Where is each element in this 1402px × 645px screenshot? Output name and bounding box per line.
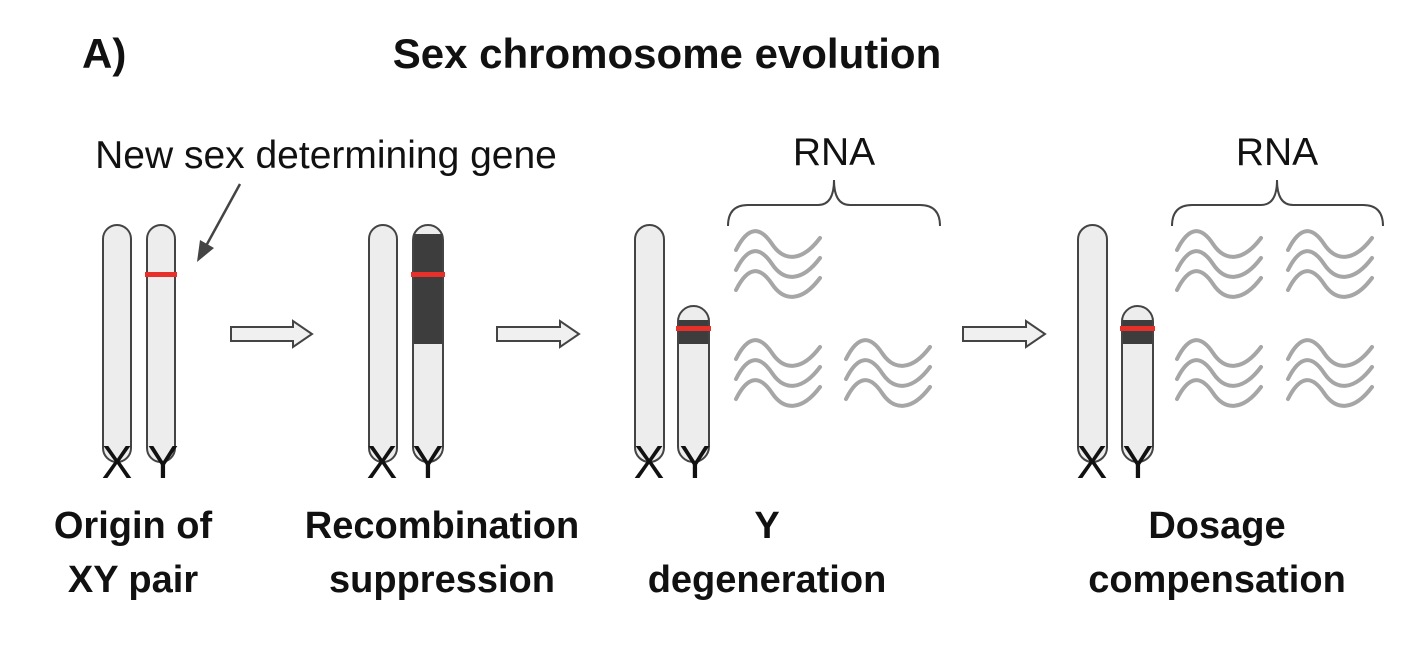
y-label: Y xyxy=(680,436,711,488)
rna-cluster xyxy=(1175,338,1263,408)
rna-label: RNA xyxy=(1236,131,1318,174)
sex-determining-gene-marker xyxy=(1120,326,1155,331)
rna-wave xyxy=(734,378,822,408)
stage-dosage-compensation: X Y RNA Dosage compensation xyxy=(1077,131,1384,601)
rna-wave xyxy=(1286,229,1374,259)
rna-wave xyxy=(734,338,822,368)
rna-wave xyxy=(1175,249,1263,279)
rna-wave xyxy=(1175,229,1263,259)
y-chromosome xyxy=(1121,305,1154,463)
rna-cluster xyxy=(734,338,822,408)
y-chromosome xyxy=(146,224,176,463)
rna-wave xyxy=(1286,338,1374,368)
rna-wave xyxy=(734,229,822,259)
transition-arrow xyxy=(230,319,314,349)
rna-wave xyxy=(844,358,932,388)
rna-wave xyxy=(1175,338,1263,368)
rna-wave xyxy=(734,249,822,279)
sex-determining-gene-marker xyxy=(676,326,711,331)
rna-wave xyxy=(1286,378,1374,408)
non-recombining-region xyxy=(1123,320,1152,344)
rna-wave xyxy=(734,358,822,388)
rna-wave xyxy=(1286,269,1374,299)
transition-arrow xyxy=(496,319,581,349)
rna-wave xyxy=(1286,358,1374,388)
stage-caption-line2: XY pair xyxy=(68,559,198,601)
non-recombining-region xyxy=(414,234,442,344)
rna-cluster xyxy=(1286,229,1374,299)
stage-caption-line2: suppression xyxy=(329,559,555,601)
stage-y-degeneration: X Y RNA Y degeneration xyxy=(634,131,941,601)
y-label: Y xyxy=(413,436,444,488)
rna-wave xyxy=(1175,378,1263,408)
stage-caption-line2: compensation xyxy=(1088,559,1346,601)
callout-label: New sex determining gene xyxy=(95,134,557,177)
y-label: Y xyxy=(1123,436,1154,488)
rna-brace xyxy=(1171,179,1384,227)
rna-brace xyxy=(727,179,941,227)
transition-arrow xyxy=(962,319,1047,349)
x-chromosome xyxy=(102,224,132,463)
rna-transcripts xyxy=(734,229,932,408)
x-label: X xyxy=(367,436,398,488)
x-label: X xyxy=(102,436,133,488)
rna-wave xyxy=(844,378,932,408)
x-label: X xyxy=(634,436,665,488)
x-chromosome xyxy=(368,224,398,463)
stage-caption-line1: Y xyxy=(754,505,779,547)
rna-wave xyxy=(1175,269,1263,299)
non-recombining-region xyxy=(679,320,708,344)
x-chromosome xyxy=(634,224,665,463)
x-label: X xyxy=(1077,436,1108,488)
stage-caption-line2: degeneration xyxy=(648,559,887,601)
stage-recombination-suppression: X Y Recombination suppression xyxy=(305,224,579,601)
stage-caption-line1: Dosage xyxy=(1148,505,1285,547)
rna-wave xyxy=(844,338,932,368)
stage-caption-line1: Origin of xyxy=(54,505,213,547)
diagram-title: Sex chromosome evolution xyxy=(393,30,941,77)
rna-wave xyxy=(734,269,822,299)
rna-cluster xyxy=(734,229,822,299)
rna-cluster xyxy=(1175,229,1263,299)
rna-transcripts xyxy=(1175,229,1374,408)
rna-label: RNA xyxy=(793,131,875,174)
stage-origin: X Y Origin of XY pair xyxy=(54,224,213,601)
y-chromosome xyxy=(677,305,710,463)
panel-label: A) xyxy=(82,30,126,77)
y-label: Y xyxy=(148,436,179,488)
sex-determining-gene-marker xyxy=(411,272,445,277)
rna-wave xyxy=(1286,249,1374,279)
callout-arrow xyxy=(197,183,242,262)
rna-cluster xyxy=(1286,338,1374,408)
sex-determining-gene-marker xyxy=(145,272,177,277)
stage-caption-line1: Recombination xyxy=(305,505,579,547)
x-chromosome xyxy=(1077,224,1108,463)
rna-wave xyxy=(1175,358,1263,388)
rna-cluster xyxy=(844,338,932,408)
